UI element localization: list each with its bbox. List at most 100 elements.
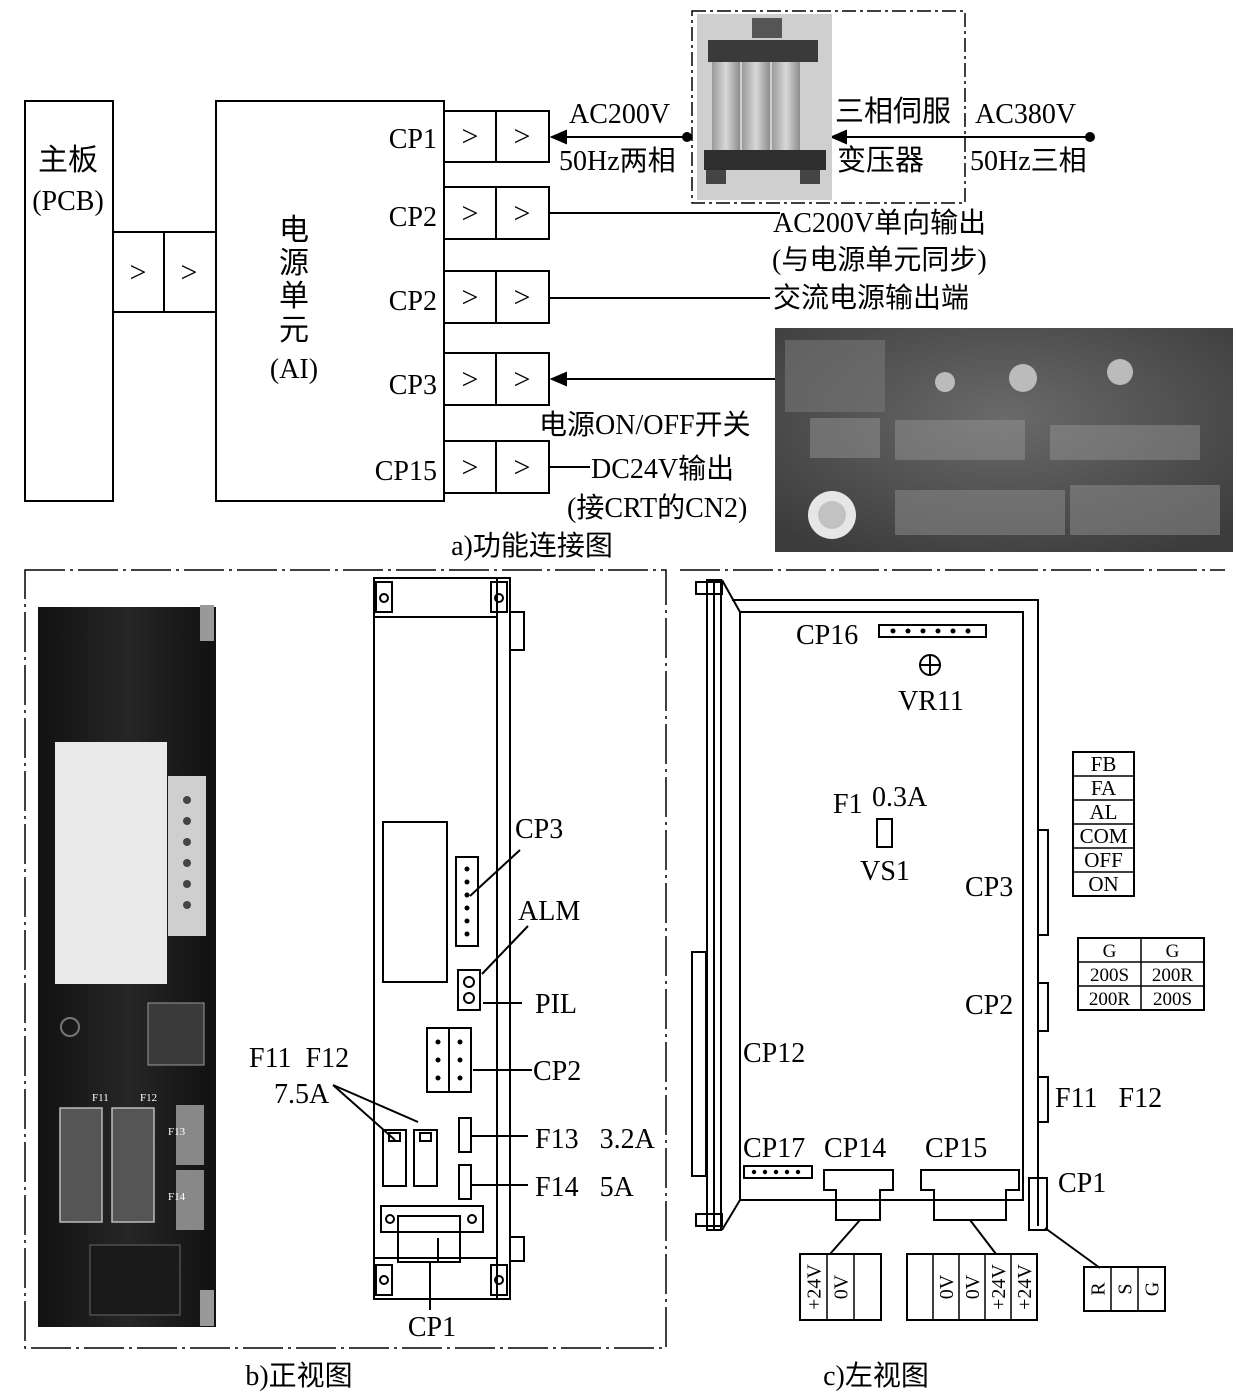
- cp15-output-label-2: (接CRT的CN2): [567, 492, 747, 524]
- pin-label: 200R: [1152, 965, 1194, 986]
- pil-led: [463, 992, 475, 1004]
- pin-label: AL: [1090, 800, 1118, 824]
- connector-glyph: >: [514, 451, 531, 484]
- part-a-connection-diagram: [24, 100, 1095, 502]
- cp2a-connector: [443, 186, 550, 240]
- front-cp1-label: CP1: [408, 1312, 456, 1343]
- f14-fuse: [458, 1164, 472, 1200]
- connector-glyph: >: [130, 256, 147, 289]
- side-vr11-label: VR11: [898, 686, 964, 717]
- pin-label: R: [1088, 1282, 1110, 1296]
- side-cp3-label: CP3: [965, 872, 1013, 903]
- cp1-socket: [397, 1215, 461, 1263]
- front-view-drawing: [332, 577, 532, 1310]
- control-panel-photo: [775, 328, 1233, 552]
- front-view-frame: [24, 569, 667, 1349]
- mains-arrowhead: [829, 129, 847, 145]
- transformer-frame: [691, 10, 966, 204]
- pin-label: 0V: [962, 1274, 984, 1299]
- cp2a-output-label-2: (与电源单元同步): [772, 244, 987, 276]
- side-vs1-label: VS1: [860, 856, 910, 887]
- side-f1-rating: 0.3A: [872, 782, 928, 813]
- cp16-connector: [878, 624, 987, 638]
- pcb-label-1: 主板: [38, 144, 98, 177]
- port-label-cp1: CP1: [389, 124, 437, 155]
- side-cp16-label: CP16: [796, 620, 858, 651]
- cp3-connector: [443, 352, 550, 406]
- mains-label-2: 50Hz三相: [970, 145, 1087, 177]
- photo-fuse-f13: F13: [168, 1126, 186, 1138]
- connector-glyph: >: [462, 281, 479, 314]
- front-cp3-label: CP3: [515, 814, 563, 845]
- side-cp12-label: CP12: [743, 1038, 805, 1069]
- pin-label: FB: [1091, 752, 1117, 776]
- front-f13-label: F13 3.2A: [535, 1124, 656, 1155]
- cp2b-output-label: 交流电源输出端: [773, 282, 969, 314]
- side-f1-label: F1: [833, 789, 863, 820]
- pin-label: G: [1166, 941, 1180, 962]
- side-cp14-label: CP14: [824, 1133, 886, 1164]
- connector-glyph: >: [514, 120, 531, 153]
- psu-sub-label: (AI): [270, 354, 318, 385]
- cp3-switch-label: 电源ON/OFF开关: [539, 409, 751, 441]
- side-cp15-label: CP15: [925, 1133, 987, 1164]
- f1-fuse: [876, 818, 893, 848]
- pin-label: FA: [1091, 776, 1117, 800]
- pin-label: S: [1115, 1283, 1137, 1294]
- cp1-input-label-2: 50Hz两相: [559, 145, 676, 177]
- pin-label: G: [1142, 1282, 1164, 1296]
- pin-label: 0V: [831, 1274, 853, 1299]
- cp3-side-connector: [1037, 829, 1049, 936]
- transformer-label-2: 变压器: [837, 144, 924, 177]
- front-f14-label: F14 5A: [535, 1172, 635, 1203]
- pin-label: +24V: [988, 1264, 1010, 1310]
- f12-fuse: [413, 1129, 438, 1187]
- mains-label-1: AC380V: [975, 99, 1076, 130]
- cp1-terminal-dot: [682, 132, 692, 142]
- f11-f12-side: [1037, 1076, 1049, 1123]
- front-f11-f12-label: F11 F12: [249, 1043, 349, 1074]
- pin-label: 200S: [1153, 989, 1192, 1010]
- pin-label: G: [1103, 941, 1117, 962]
- connector-glyphs: >>>>>>>>>>>>: [130, 120, 531, 484]
- connector-glyph: >: [462, 451, 479, 484]
- cp15-connector: [443, 440, 550, 494]
- photo-fuse-f12: F12: [140, 1092, 157, 1104]
- cp1-connector: [443, 110, 550, 163]
- cp1-side-connector: [1028, 1177, 1048, 1231]
- front-pil-label: PIL: [535, 989, 577, 1020]
- side-cp17-label: CP17: [743, 1133, 805, 1164]
- side-cp2-label: CP2: [965, 990, 1013, 1021]
- transformer-photo: [697, 14, 832, 200]
- connector-glyph: >: [462, 120, 479, 153]
- connector-glyph: >: [462, 197, 479, 230]
- psu-char-4: 元: [279, 314, 309, 347]
- pin-label: 200S: [1090, 965, 1129, 986]
- f11-fuse: [382, 1129, 407, 1187]
- cp2b-connector: [443, 270, 550, 324]
- cp3-arrowhead: [549, 371, 567, 387]
- front-cp2-label: CP2: [533, 1056, 581, 1087]
- caption-part-a: a)功能连接图: [451, 530, 613, 562]
- pin-label: 200R: [1089, 989, 1131, 1010]
- side-cp1-label: CP1: [1058, 1168, 1106, 1199]
- psu-char-3: 单: [279, 280, 309, 313]
- port-label-cp3: CP3: [389, 370, 437, 401]
- side-board-outline: [739, 611, 1024, 1201]
- photo-fuse-f14: F14: [168, 1191, 186, 1203]
- cp17-connector: [743, 1165, 813, 1179]
- caption-part-c: c)左视图: [823, 1360, 929, 1392]
- label-plate: [382, 821, 448, 983]
- port-label-cp2a: CP2: [389, 202, 437, 233]
- led-holder: [457, 969, 481, 1011]
- alm-led: [463, 976, 475, 988]
- f13-fuse: [458, 1117, 472, 1153]
- side-f11-f12-label: F11 F12: [1055, 1083, 1162, 1114]
- pin-label: 0V: [936, 1274, 958, 1299]
- cp15-connector: [920, 1169, 1020, 1221]
